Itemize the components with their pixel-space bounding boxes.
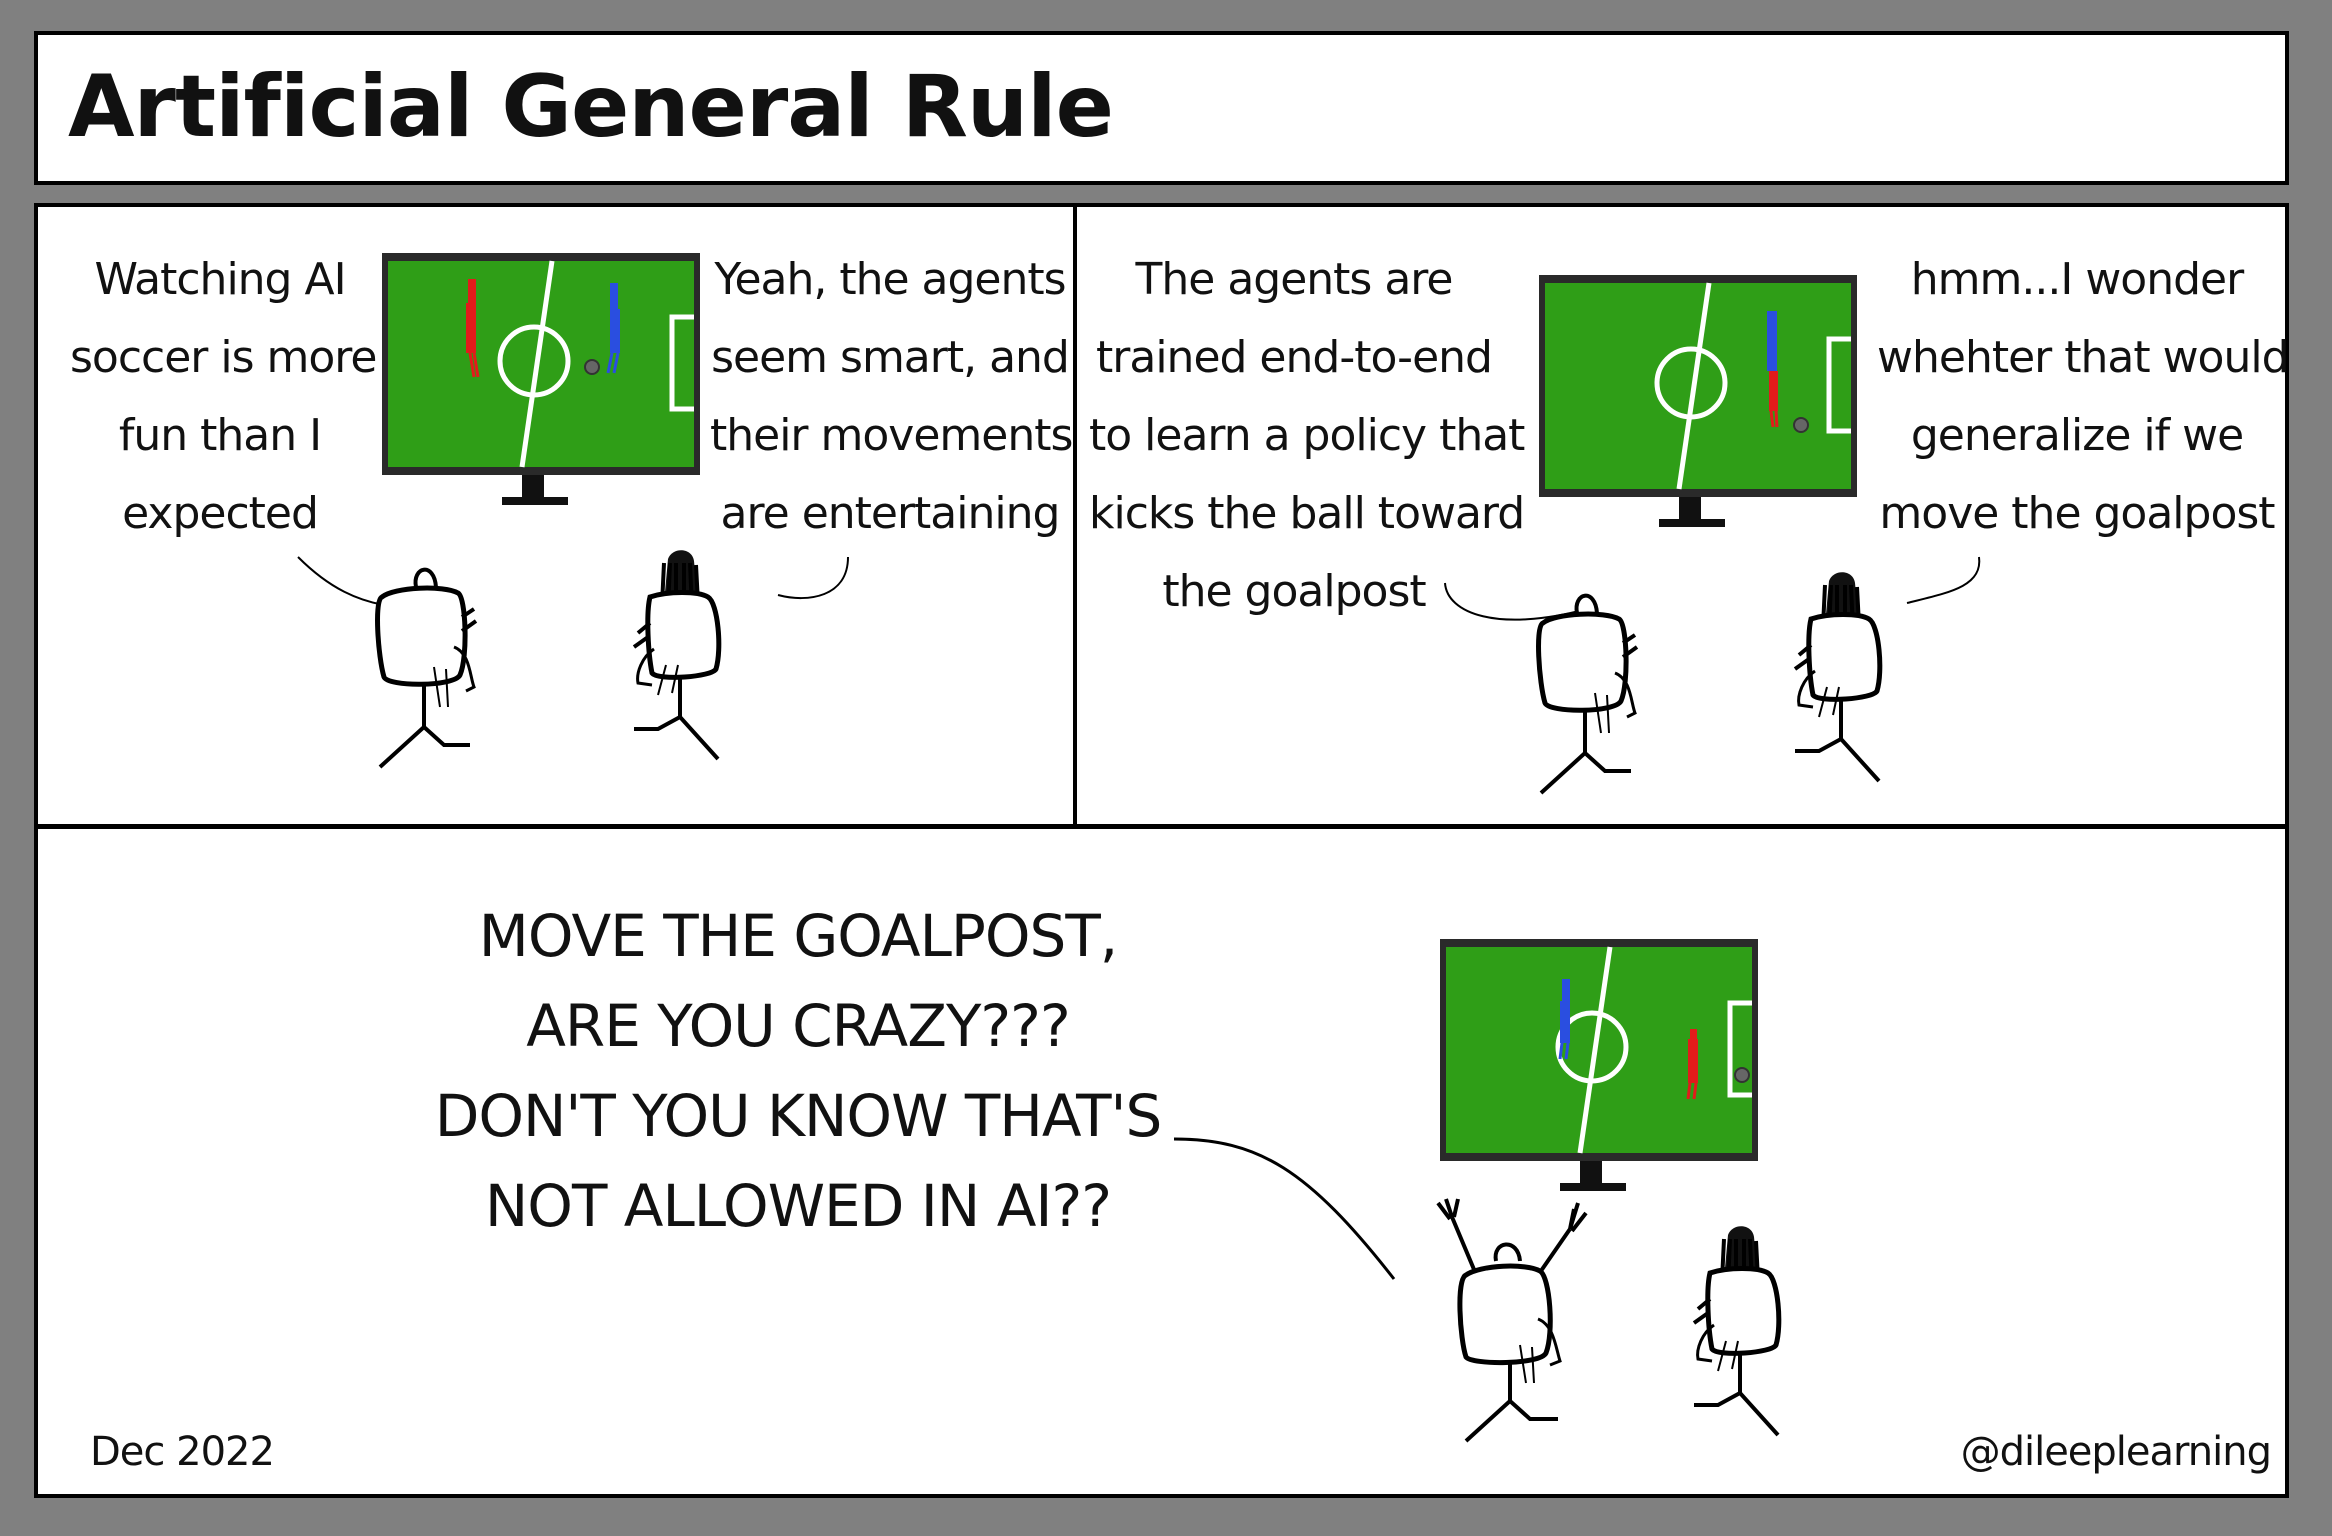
- panel-1-left-caption: Watching AI soccer is more fun than I ex…: [70, 254, 377, 539]
- ball-icon: [1793, 417, 1809, 433]
- panel-3-tail: [1173, 1137, 1396, 1280]
- comic-title: Artificial General Rule: [68, 57, 1114, 157]
- panel-1-right-tail: [777, 556, 849, 600]
- tv-icon: [1539, 275, 1857, 527]
- panel-1: Watching AI soccer is more fun than I ex…: [34, 203, 1081, 828]
- title-panel: Artificial General Rule: [34, 31, 2289, 185]
- panel-3-shout: MOVE THE GOALPOST, ARE YOU CRAZY??? DON'…: [434, 902, 1163, 1240]
- panel-2-right-caption: hmm...I wonder whehter that would genera…: [1877, 254, 2290, 539]
- tv-icon: [382, 253, 700, 505]
- person-icon: [1535, 583, 1665, 813]
- panel-2-right-tail: [1906, 556, 1981, 604]
- person-icon: [1688, 1229, 1818, 1459]
- tv-icon: [1440, 939, 1758, 1191]
- ball-icon: [584, 359, 600, 375]
- author-handle: @dileeplearning: [1960, 1429, 2272, 1475]
- person-icon: [374, 557, 504, 787]
- blue-agent-icon: [1767, 311, 1777, 371]
- ball-icon: [1734, 1067, 1750, 1083]
- red-agent-icon: [466, 279, 480, 378]
- blue-agent-icon: [1558, 979, 1570, 1060]
- panel-1-right-caption: Yeah, the agents seem smart, and their m…: [710, 254, 1073, 539]
- person-icon: [1436, 1198, 1588, 1443]
- blue-agent-icon: [606, 283, 620, 374]
- panel-2-left-caption: The agents are trained end-to-end to lea…: [1089, 254, 1525, 617]
- soccer-field-icon: [1654, 282, 1851, 490]
- red-agent-icon: [1686, 1029, 1698, 1100]
- panel-2: The agents are trained end-to-end to lea…: [1073, 203, 2290, 828]
- soccer-field-icon: [1555, 946, 1752, 1154]
- person-icon: [628, 553, 758, 783]
- red-agent-icon: [1769, 371, 1779, 428]
- panel-3: MOVE THE GOALPOST, ARE YOU CRAZY??? DON'…: [34, 825, 2289, 1498]
- soccer-field-icon: [497, 260, 694, 468]
- date-label: Dec 2022: [90, 1429, 275, 1475]
- person-icon: [1789, 575, 1919, 805]
